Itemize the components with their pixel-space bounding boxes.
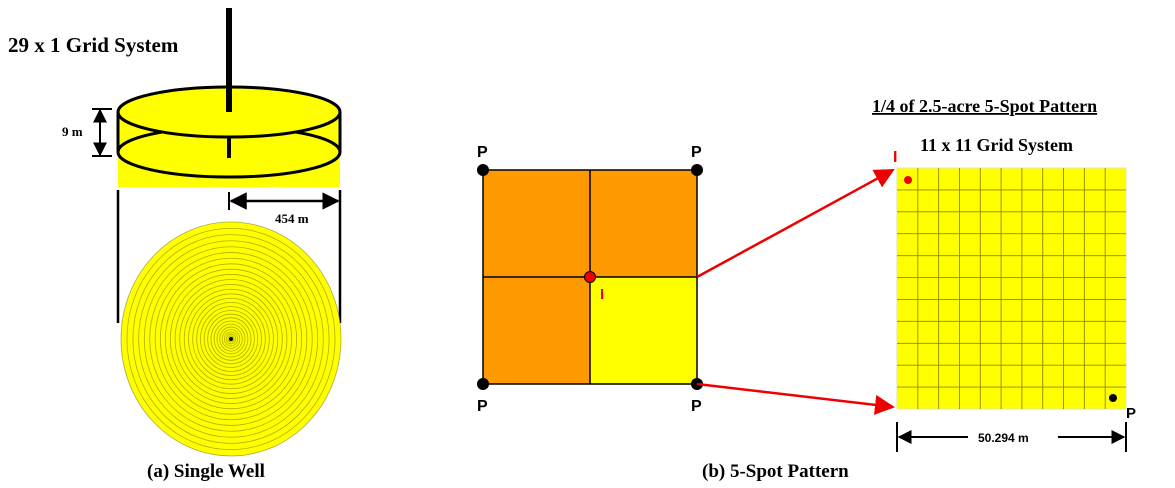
grid-producer-well <box>1109 394 1117 402</box>
zoom-arrow-bottom <box>696 382 895 415</box>
disc-ring <box>207 313 255 365</box>
disc-ring <box>196 302 266 376</box>
five-spot-pattern <box>477 164 703 390</box>
zoom-arrow-top <box>696 168 895 279</box>
cartesian-grid <box>896 167 1127 410</box>
grid-background <box>896 167 1127 410</box>
injector-label: I <box>600 286 604 303</box>
disc-ring <box>149 252 313 426</box>
disc-ring <box>164 268 298 410</box>
producer-well-bottom-left <box>477 378 489 390</box>
producer-label-top-left: P <box>477 144 488 161</box>
producer-well-top-right <box>691 164 703 176</box>
radial-grid-disc <box>120 221 342 457</box>
disc-ring <box>169 274 293 404</box>
disc-ring <box>179 284 283 394</box>
disc-ring <box>216 323 246 355</box>
quadrant-top-right <box>590 170 697 277</box>
disc-well-center <box>229 337 233 341</box>
left-grid-title: 29 x 1 Grid System <box>8 33 179 57</box>
right-caption: (b) 5-Spot Pattern <box>702 461 849 482</box>
disc-ring <box>159 263 303 415</box>
producer-label-bottom-left: P <box>477 398 488 415</box>
disc-ring <box>143 246 319 432</box>
producer-well-top-left <box>477 164 489 176</box>
disc-ring <box>221 329 241 349</box>
pattern-title: 1/4 of 2.5-acre 5-Spot Pattern <box>872 96 1097 116</box>
disc-ring <box>200 306 262 372</box>
grid-injector-label: I <box>893 149 897 166</box>
disc-ring <box>213 320 249 358</box>
right-grid-title: 11 x 11 Grid System <box>920 135 1073 155</box>
radius-label: 454 m <box>275 211 309 226</box>
disc-ring <box>188 293 274 385</box>
quadrant-bottom-left <box>483 277 590 384</box>
producer-label-bottom-right: P <box>691 398 702 415</box>
disc-ring <box>203 310 259 368</box>
disc-ring <box>219 326 243 352</box>
disc-ring <box>126 227 336 451</box>
disc-ring <box>223 331 239 347</box>
disc-ring <box>154 257 308 421</box>
grid-injector-well <box>904 176 912 184</box>
grid-producer-label: P <box>1126 405 1136 422</box>
injector-well <box>584 271 596 283</box>
disc-ring <box>210 317 252 361</box>
disc-ring <box>183 288 279 390</box>
disc-ring <box>138 240 324 438</box>
quadrant-top-left <box>483 170 590 277</box>
quadrant-bottom-right <box>590 277 697 384</box>
disc-ring <box>174 279 288 399</box>
producer-label-top-right: P <box>691 144 702 161</box>
thickness-label: 9 m <box>62 124 83 139</box>
width-label: 50.294 m <box>978 431 1029 445</box>
disc-ring <box>132 234 330 444</box>
disc-ring <box>192 297 270 381</box>
left-caption: (a) Single Well <box>147 461 265 482</box>
disc-ring <box>225 333 237 345</box>
disc-ring <box>120 221 342 457</box>
disc-ring <box>227 335 235 343</box>
